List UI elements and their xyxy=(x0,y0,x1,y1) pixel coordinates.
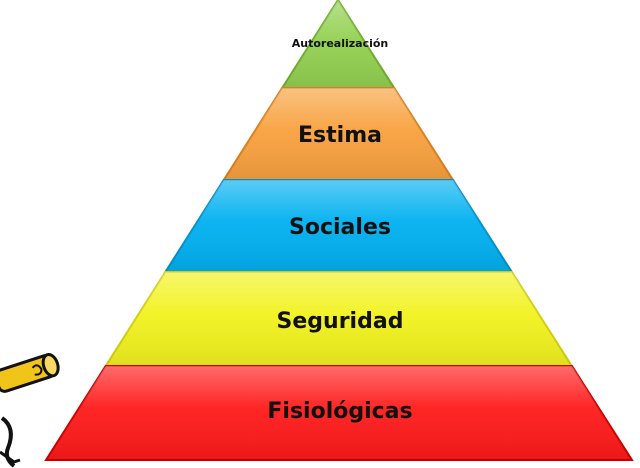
pyramid-level-3: Sociales xyxy=(163,179,514,273)
pyramid-level-label: Sociales xyxy=(289,215,391,240)
pyramid-level-1: Autorealización xyxy=(280,0,397,89)
pencil-figure-icon xyxy=(0,352,60,468)
pyramid-level-label: Estima xyxy=(298,123,382,148)
pyramid-band-gloss xyxy=(282,0,395,88)
pyramid-level-2: Estima xyxy=(221,87,455,181)
pyramid-level-5: Fisiológicas xyxy=(44,365,634,461)
pyramid-band-gloss xyxy=(46,366,632,460)
pyramid-levels: AutorealizaciónEstimaSocialesSeguridadFi… xyxy=(44,0,634,461)
pyramid-band-gloss xyxy=(165,180,512,272)
pyramid-band-gloss xyxy=(105,272,572,366)
pyramid-level-label: Seguridad xyxy=(277,309,404,334)
pyramid-level-label: Autorealización xyxy=(292,37,389,50)
pyramid-level-4: Seguridad xyxy=(103,271,574,367)
pyramid-band-gloss xyxy=(223,88,454,180)
pyramid-level-label: Fisiológicas xyxy=(267,399,412,424)
